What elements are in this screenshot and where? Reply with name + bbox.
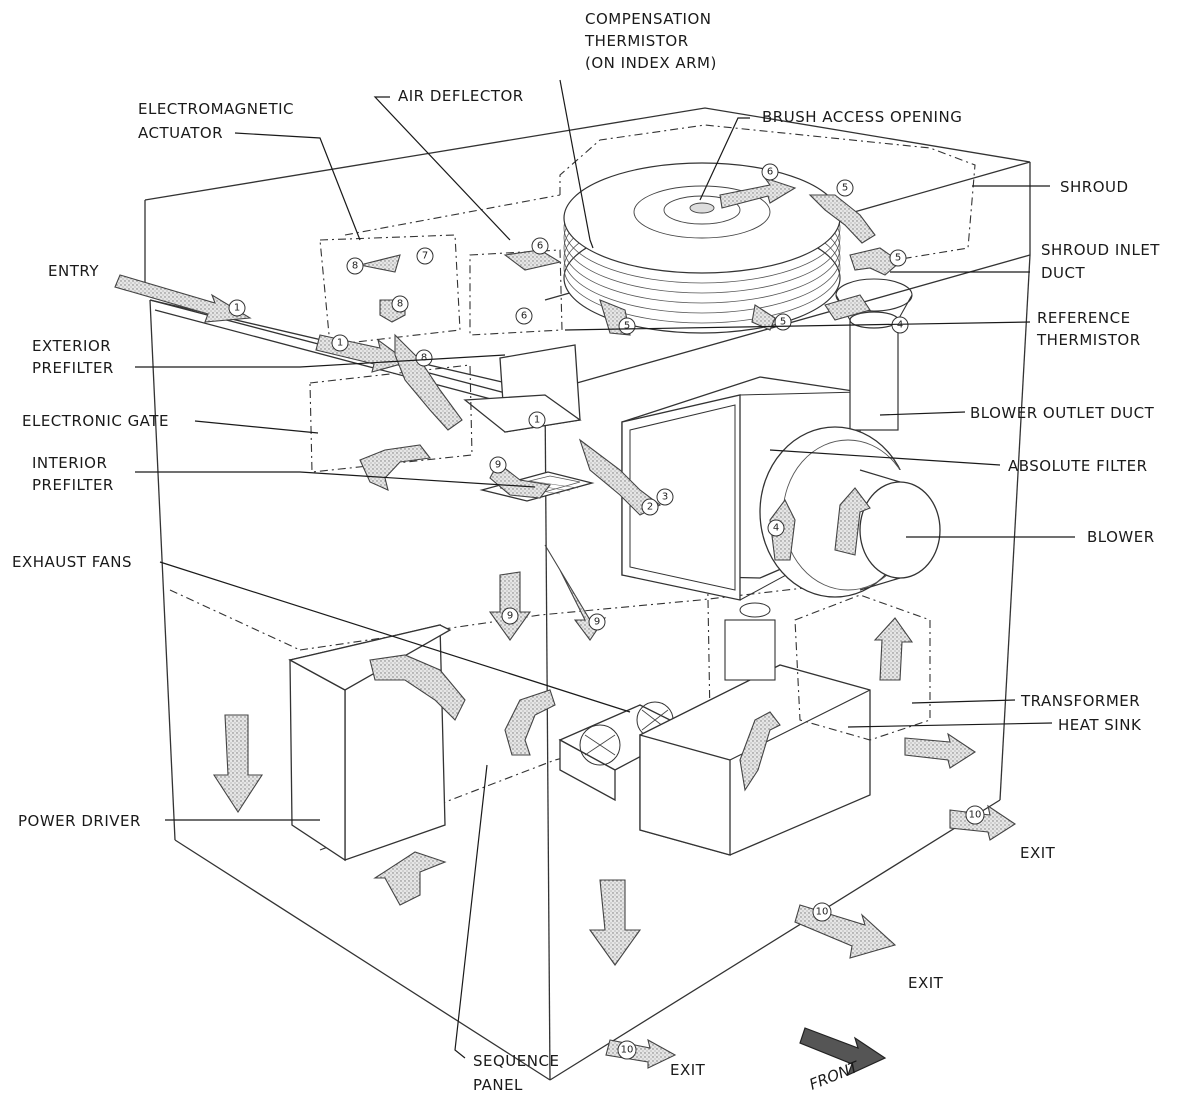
flow-marker-10c: 10: [617, 1040, 637, 1060]
svg-text:7: 7: [422, 251, 428, 262]
flow-marker-9b: 9: [501, 607, 519, 625]
svg-text:INTERIOR: INTERIOR: [32, 454, 107, 472]
label-entry: ENTRY: [48, 262, 99, 280]
label-exterior-prefilter: EXTERIOR PREFILTER: [32, 337, 114, 377]
svg-text:COMPENSATION: COMPENSATION: [585, 10, 711, 28]
label-compensation-thermistor: COMPENSATION THERMISTOR (ON INDEX ARM): [584, 10, 717, 72]
blower-outlet-duct: [835, 278, 913, 431]
flow-marker-5d: 5: [774, 313, 792, 331]
label-blower-outlet-duct: BLOWER OUTLET DUCT: [970, 404, 1155, 422]
svg-text:5: 5: [624, 321, 630, 332]
svg-text:PREFILTER: PREFILTER: [32, 476, 114, 494]
flow-marker-9a: 9: [489, 456, 507, 474]
flow-marker-8a: 8: [346, 257, 364, 275]
svg-text:4: 4: [773, 523, 779, 534]
svg-text:THERMISTOR: THERMISTOR: [1036, 331, 1141, 349]
flow-marker-6a: 6: [761, 163, 779, 181]
svg-text:ACTUATOR: ACTUATOR: [138, 124, 223, 142]
flow-marker-4a: 4: [891, 316, 909, 334]
label-interior-prefilter: INTERIOR PREFILTER: [32, 454, 114, 494]
power-driver: [288, 624, 452, 862]
exhaust-fans: [558, 701, 692, 802]
svg-text:9: 9: [507, 611, 513, 622]
label-front: FRONT: [807, 1057, 863, 1094]
shroud: [344, 124, 976, 261]
flow-marker-6b: 6: [531, 237, 549, 255]
flow-marker-5b: 5: [889, 249, 907, 267]
svg-text:(ON INDEX ARM): (ON INDEX ARM): [585, 54, 717, 72]
flow-marker-3: 3: [656, 488, 674, 506]
blower: [759, 426, 941, 598]
flow-marker-5a: 5: [836, 179, 854, 197]
svg-text:10: 10: [816, 907, 829, 918]
flow-marker-1c: 1: [528, 411, 546, 429]
svg-text:4: 4: [897, 320, 903, 331]
disk-stack: [563, 162, 841, 334]
flow-marker-7: 7: [416, 247, 434, 265]
flow-marker-1b: 1: [331, 334, 349, 352]
label-reference-thermistor: REFERENCE THERMISTOR: [1036, 309, 1141, 349]
svg-text:10: 10: [969, 810, 982, 821]
svg-text:SEQUENCE: SEQUENCE: [473, 1052, 559, 1070]
svg-text:8: 8: [352, 261, 358, 272]
label-exhaust-fans: EXHAUST FANS: [12, 553, 132, 571]
svg-text:PREFILTER: PREFILTER: [32, 359, 114, 377]
label-air-deflector: AIR DEFLECTOR: [398, 87, 524, 105]
flow-marker-6c: 6: [515, 307, 533, 325]
svg-text:REFERENCE: REFERENCE: [1037, 309, 1131, 327]
svg-text:6: 6: [521, 311, 527, 322]
svg-text:THERMISTOR: THERMISTOR: [584, 32, 689, 50]
svg-text:9: 9: [594, 617, 600, 628]
svg-text:6: 6: [767, 167, 773, 178]
svg-text:10: 10: [621, 1045, 634, 1056]
svg-text:EXTERIOR: EXTERIOR: [32, 337, 111, 355]
svg-text:6: 6: [537, 241, 543, 252]
label-exit-middle: EXIT: [908, 974, 944, 992]
svg-text:8: 8: [421, 353, 427, 364]
label-exit-right: EXIT: [1020, 844, 1056, 862]
label-electromagnetic-actuator: ELECTROMAGNETIC ACTUATOR: [138, 100, 294, 142]
svg-text:8: 8: [397, 299, 403, 310]
exterior-prefilter: [463, 344, 582, 433]
svg-text:2: 2: [647, 502, 653, 513]
label-brush-access-opening: BRUSH ACCESS OPENING: [762, 108, 962, 126]
flow-marker-10a: 10: [965, 805, 985, 825]
label-electronic-gate: ELECTRONIC GATE: [22, 412, 169, 430]
flow-marker-4b: 4: [767, 519, 785, 537]
svg-text:DUCT: DUCT: [1041, 264, 1086, 282]
svg-text:1: 1: [534, 415, 540, 426]
labels: COMPENSATION THERMISTOR (ON INDEX ARM) E…: [12, 10, 1160, 1094]
airflow-number-markers: 1 1 1 2 3 4 4 5 5 5 5 6 6 6 7 8 8 8 9 9 …: [228, 163, 985, 1060]
label-blower: BLOWER: [1087, 528, 1155, 546]
transformer: [724, 594, 931, 741]
svg-text:1: 1: [337, 338, 343, 349]
label-exit-bottom: EXIT: [670, 1061, 706, 1079]
svg-text:3: 3: [662, 492, 668, 503]
flow-marker-5c: 5: [618, 317, 636, 335]
flow-marker-1a: 1: [228, 299, 246, 317]
flow-marker-8c: 8: [415, 349, 433, 367]
svg-text:9: 9: [495, 460, 501, 471]
label-absolute-filter: ABSOLUTE FILTER: [1008, 457, 1148, 475]
svg-text:5: 5: [780, 317, 786, 328]
label-sequence-panel: SEQUENCE PANEL: [473, 1052, 559, 1094]
label-shroud: SHROUD: [1060, 178, 1129, 196]
svg-text:5: 5: [842, 183, 848, 194]
svg-text:ELECTROMAGNETIC: ELECTROMAGNETIC: [138, 100, 294, 118]
label-heat-sink: HEAT SINK: [1058, 716, 1142, 734]
flow-marker-8b: 8: [391, 295, 409, 313]
svg-text:PANEL: PANEL: [473, 1076, 523, 1094]
label-power-driver: POWER DRIVER: [18, 812, 141, 830]
flow-marker-9c: 9: [588, 613, 606, 631]
leader-lines: [135, 79, 1075, 1059]
svg-text:SHROUD INLET: SHROUD INLET: [1041, 241, 1160, 259]
label-transformer: TRANSFORMER: [1020, 692, 1140, 710]
label-shroud-inlet-duct: SHROUD INLET DUCT: [1041, 241, 1160, 282]
svg-text:5: 5: [895, 253, 901, 264]
flow-marker-2: 2: [641, 498, 659, 516]
flow-marker-10b: 10: [812, 902, 832, 922]
svg-text:1: 1: [234, 303, 240, 314]
